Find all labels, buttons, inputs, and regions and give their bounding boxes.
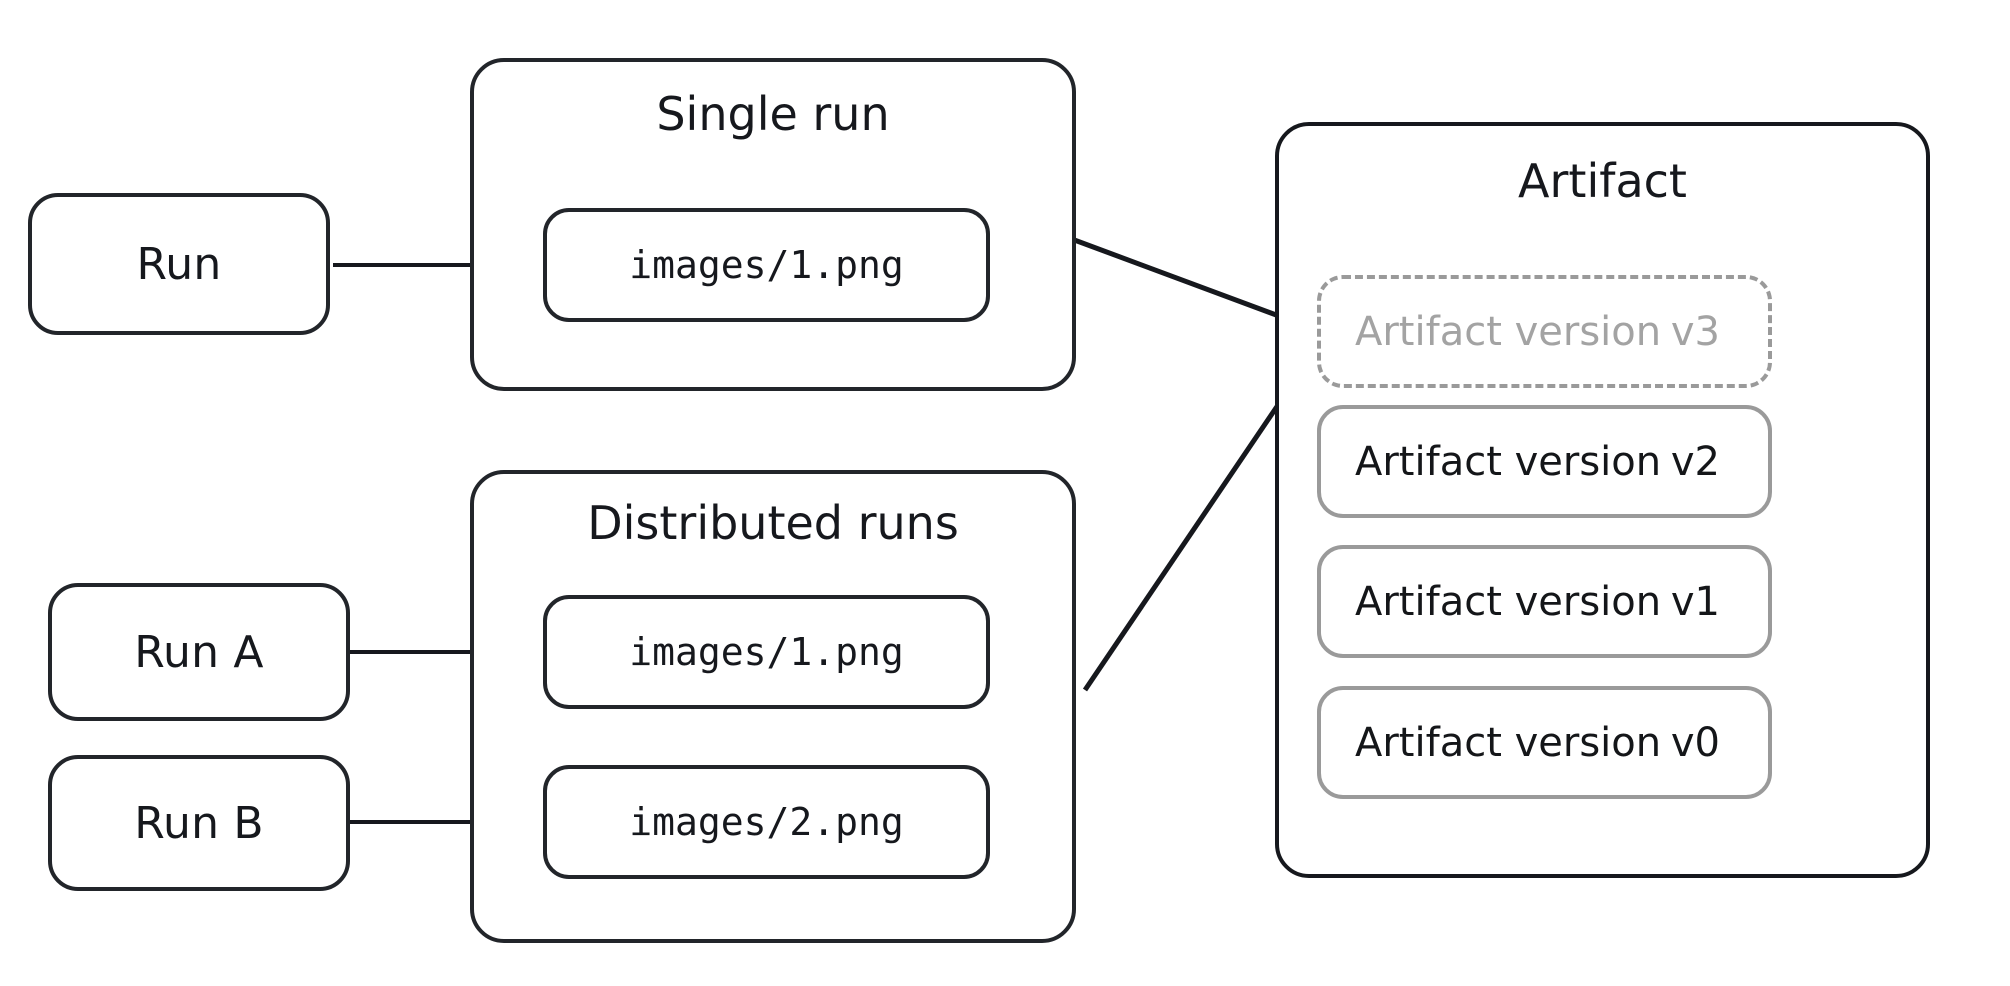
file-node-label: images/1.png [629, 630, 904, 674]
group-single-run-title: Single run [656, 87, 890, 141]
file-node-label: images/2.png [629, 800, 904, 844]
artifact-version-number: v2 [1670, 438, 1720, 485]
artifact-panel-title: Artifact [1518, 154, 1687, 208]
run-node-label: Run B [134, 797, 264, 849]
artifact-version-label: Artifact version [1355, 308, 1662, 355]
artifact-version-number: v1 [1670, 578, 1720, 625]
run-node-label: Run A [134, 626, 264, 678]
artifact-version-v0[interactable]: Artifact version v0 [1317, 686, 1772, 799]
artifact-version-number: v3 [1670, 308, 1720, 355]
artifact-version-v3[interactable]: Artifact version v3 [1317, 275, 1772, 388]
artifact-version-number: v0 [1670, 719, 1720, 766]
run-node-single[interactable]: Run [28, 193, 330, 335]
file-node-distributed-1[interactable]: images/1.png [543, 595, 990, 709]
run-node-a[interactable]: Run A [48, 583, 350, 721]
run-node-b[interactable]: Run B [48, 755, 350, 891]
file-node-single-run-1[interactable]: images/1.png [543, 208, 990, 322]
file-node-distributed-2[interactable]: images/2.png [543, 765, 990, 879]
artifact-version-label: Artifact version [1355, 578, 1662, 625]
run-node-label: Run [136, 238, 222, 290]
file-node-label: images/1.png [629, 243, 904, 287]
artifact-version-label: Artifact version [1355, 438, 1662, 485]
artifact-version-v1[interactable]: Artifact version v1 [1317, 545, 1772, 658]
artifact-version-label: Artifact version [1355, 719, 1662, 766]
artifact-version-v2[interactable]: Artifact version v2 [1317, 405, 1772, 518]
group-distributed-runs-title: Distributed runs [587, 496, 959, 550]
